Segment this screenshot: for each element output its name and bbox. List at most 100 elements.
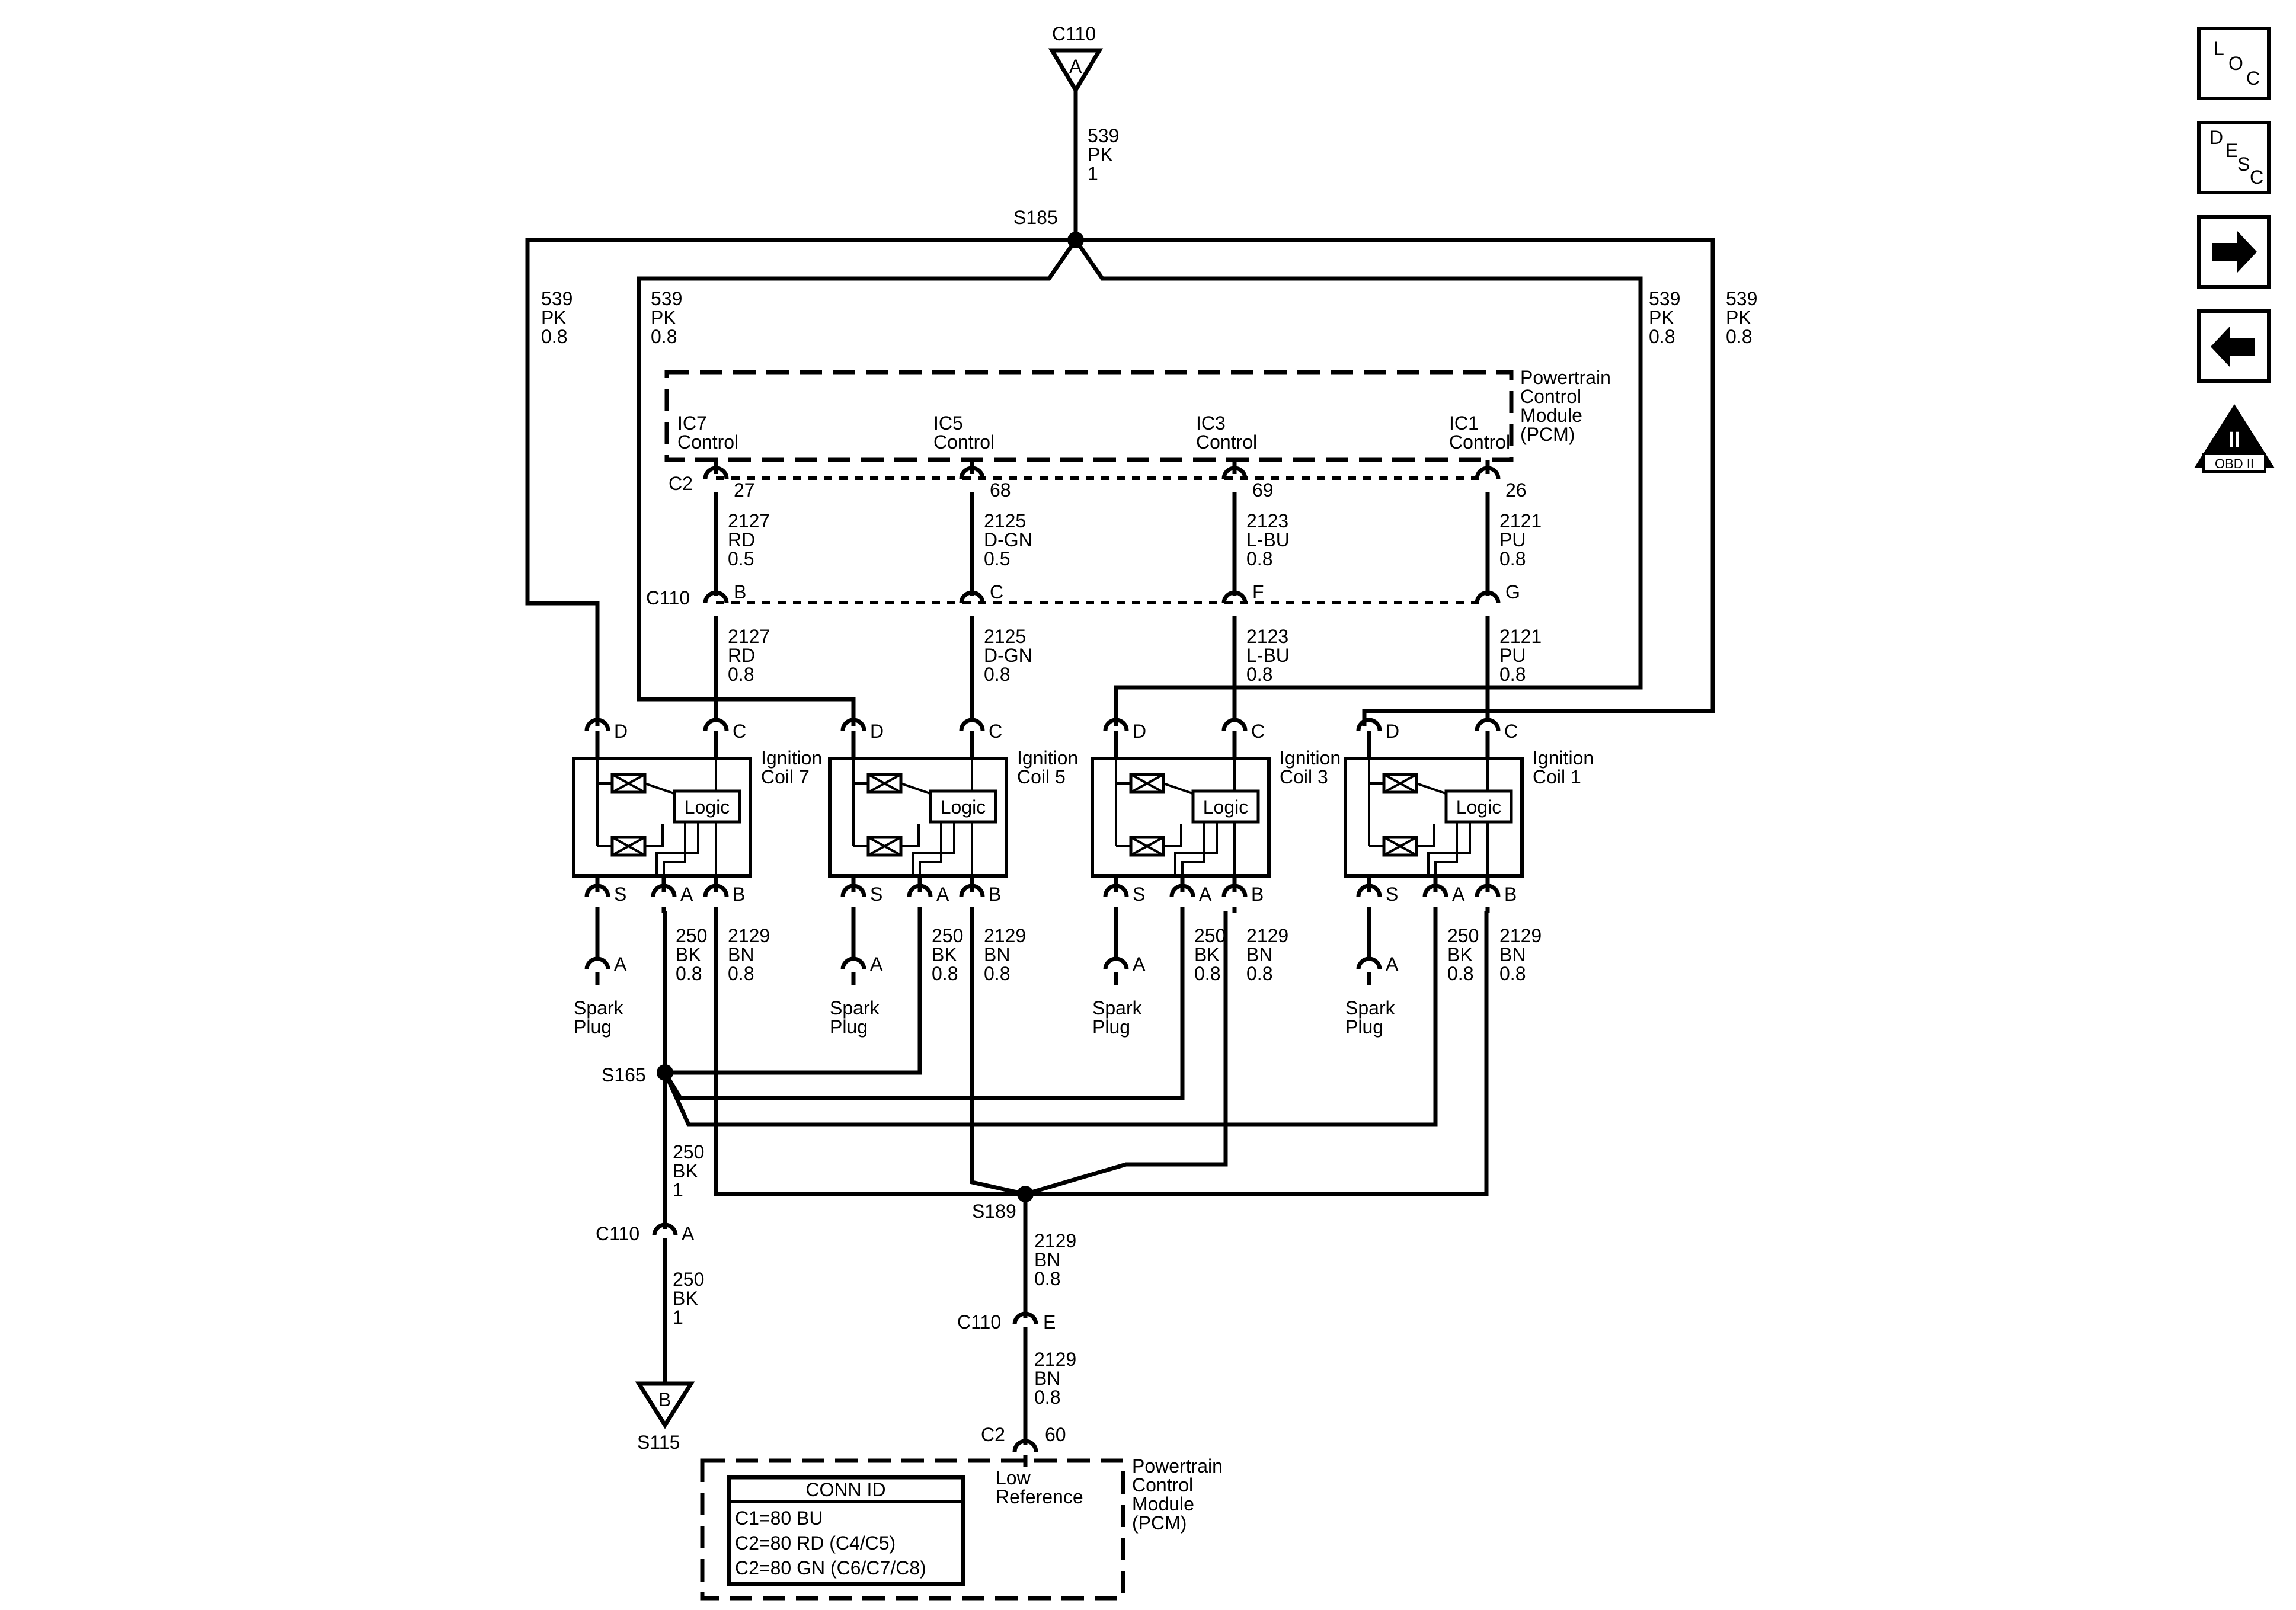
coil-driver-icon [1382,773,1418,794]
ic-label: Control [1449,431,1510,453]
wire-label: RD [728,529,755,550]
pin-label: B [1251,884,1264,905]
coil-driver-icon [610,773,647,794]
wire-label: 539 [541,288,573,309]
pcm-top-label: Powertrain [1520,367,1611,388]
c110-a-label: C110 [596,1223,639,1244]
s115-triangle [635,1381,695,1429]
pin-label: A [1133,953,1146,975]
ic-label: Control [677,431,738,453]
c110-terminal [1475,590,1501,604]
arrow-right-icon [2212,231,2257,273]
wire-label: 1 [673,1179,683,1201]
pin-label: C [1504,721,1518,742]
pcm-bottom-label: Powertrain [1132,1455,1223,1477]
obd-ii-numeral: II [2228,428,2240,453]
c2-bottom-pin: 60 [1045,1424,1066,1445]
coil-pin-d [1356,718,1382,731]
c2-label: C2 [669,473,693,494]
coil-pin-b [1221,884,1248,897]
wire-label: 0.8 [1649,326,1675,347]
wire-label: 0.8 [1726,326,1752,347]
wire-label: 2129 [1246,925,1288,946]
wire-label: 0.8 [1499,664,1526,685]
low-reference-label: Low [996,1467,1031,1489]
logic-label: Logic [1203,796,1249,818]
wire-label: PK [1726,307,1751,328]
c110-label: C110 [646,587,690,609]
pin-label: A [1386,953,1399,975]
wire-label: 0.5 [984,548,1010,569]
coil-pin-b [703,884,729,897]
ic-label: IC1 [1449,412,1479,434]
coil-driver-icon [866,836,903,857]
wire-label: 0.8 [728,963,754,984]
c110-e-label: C110 [957,1311,1001,1333]
pin-label: S [870,884,882,905]
coil-label: Coil 1 [1533,766,1581,788]
c110-terminal [959,590,985,604]
obd-ii-button[interactable]: II OBD II [2194,404,2275,473]
c2-bottom-label: C2 [981,1424,1005,1445]
wire-label: L-BU [1246,645,1290,666]
logic-module [929,789,997,824]
s115-pin: B [658,1389,671,1410]
coil-label: Ignition [1533,747,1594,769]
ic-label: Control [933,431,994,453]
desc-button[interactable]: D E S C [2197,121,2271,194]
logic-label: Logic [941,796,986,818]
c110-terminal [1221,590,1248,604]
wire-label: 250 [676,925,707,946]
desc-letter: S [2237,153,2250,175]
obd-triangle-icon [2194,404,2275,468]
wire-label: 2129 [728,925,770,946]
wire-label: 2123 [1246,510,1288,532]
s115-label: S115 [637,1432,680,1453]
coil-pin-a [651,884,677,897]
wire-label: BK [673,1160,698,1182]
spark-plug-terminal [1103,956,1129,970]
wire-label: 2127 [728,626,770,647]
loc-letter: L [2214,38,2224,59]
next-page-button[interactable] [2197,215,2271,289]
coil-label: Coil 3 [1280,766,1328,788]
coil-pin-b [1475,884,1501,897]
wire-label: 2125 [984,626,1026,647]
spark-plug-label: Plug [1345,1016,1383,1038]
pin-label: A [1452,884,1465,905]
ic-label: IC5 [933,412,963,434]
wire-label: RD [728,645,755,666]
wire-label: BN [728,944,754,965]
coil-driver-icon [1382,836,1418,857]
previous-page-button[interactable] [2197,309,2271,383]
wire-label: D-GN [984,645,1032,666]
c2-terminal [959,466,985,479]
c110-e-pin: E [1043,1311,1056,1333]
wire-label: 0.8 [1194,963,1220,984]
wire-label: 0.8 [676,963,702,984]
spark-plug-terminal [840,956,866,970]
wire-label: BN [984,944,1010,965]
wire-label: PK [1649,307,1674,328]
pcm-bottom-label: Module [1132,1493,1194,1515]
loc-button[interactable]: L O C [2197,27,2271,100]
wire-label: 2127 [728,510,770,532]
wire-label: BN [1246,944,1272,965]
spark-plug-label: Spark [1345,997,1396,1019]
pin-label: A [1199,884,1212,905]
pin-label: D [870,721,884,742]
pcm-pin-number: 69 [1252,479,1274,501]
conn-id-title: CONN ID [805,1479,885,1500]
wire-label: 0.8 [541,326,567,347]
wire-label: PU [1499,645,1526,666]
wire-label: 0.8 [1499,548,1526,569]
spark-plug-terminal [1356,956,1382,970]
ic-label: IC3 [1196,412,1226,434]
conn-id-row: C1=80 BU [735,1507,823,1529]
coil-driver-icon [1129,773,1165,794]
wire-label: 539 [1088,125,1119,146]
wire-label: BK [673,1288,698,1309]
